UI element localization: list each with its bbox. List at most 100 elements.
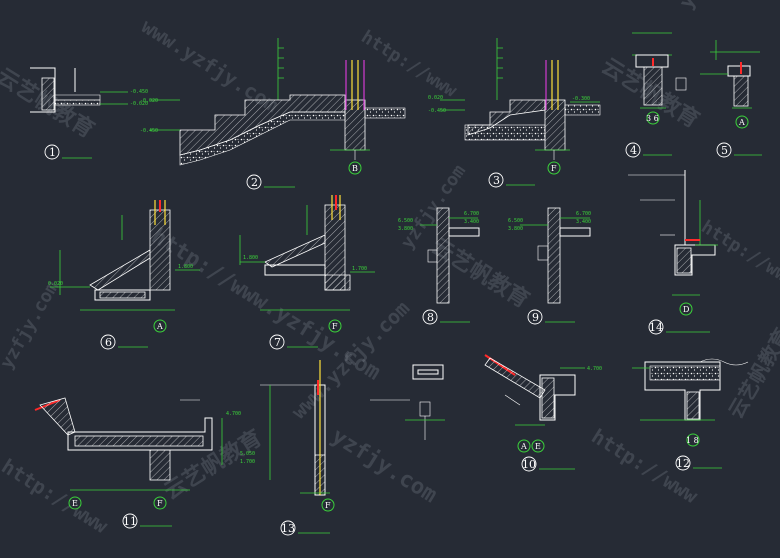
detail-4: 3 6 4 <box>625 32 687 158</box>
detail-1-level-b: -0.020 <box>130 101 148 107</box>
detail-9: 6.500 3.800 6.700 3.400 9 <box>508 207 591 325</box>
detail-5: A 5 <box>700 40 762 158</box>
detail-11-axis-right: F <box>157 499 163 508</box>
detail-11-axis-left-marker <box>68 496 82 510</box>
detail-10-axis-left-marker <box>517 439 531 453</box>
detail-7-marker <box>269 334 285 350</box>
detail-2: -0.020 -0.450 B 2 <box>140 38 406 190</box>
detail-5-axis: A <box>738 118 745 127</box>
detail-13-level-b: 1.700 <box>240 459 255 465</box>
detail-14-axis-marker <box>679 302 693 316</box>
detail-8-level-d: 3.400 <box>464 219 479 225</box>
detail-2-marker <box>246 174 262 190</box>
detail-3-level-b: -0.450 <box>428 108 446 114</box>
detail-4-axis-marker <box>646 111 660 125</box>
detail-7: 1.800 1.700 F 7 <box>239 195 375 350</box>
detail-6-marker <box>100 334 116 350</box>
detail-14: D 14 <box>628 170 718 335</box>
detail-7-level-b: 1.700 <box>352 266 367 272</box>
detail-14-axis: D <box>683 305 689 314</box>
detail-13-axis-marker <box>321 498 335 512</box>
detail-8: 6.500 3.800 6.700 3.400 8 <box>398 207 480 325</box>
detail-9-level-d: 3.400 <box>576 219 591 225</box>
detail-11-axis-right-marker <box>153 496 167 510</box>
detail-3-level-c: -0.300 <box>572 96 590 102</box>
watermark-domain-6: yzfjy.com <box>327 424 441 508</box>
detail-13-axis: F <box>325 501 331 510</box>
detail-9-level-a: 6.500 <box>508 218 523 224</box>
detail-1-level-a: -0.450 <box>130 89 148 95</box>
detail-6-axis: A <box>156 322 163 331</box>
detail-7-level: 1.800 <box>243 255 258 261</box>
watermark-domain-3: yzfjy.com <box>397 161 470 253</box>
detail-11-number: 11 <box>123 515 137 528</box>
detail-4-number: 4 <box>630 144 637 157</box>
detail-10-axis-right-marker <box>531 439 545 453</box>
detail-10-axis-right: E <box>535 442 541 451</box>
detail-9-number: 9 <box>532 311 539 324</box>
detail-4-axis: 3 6 <box>646 114 659 123</box>
watermark-url-1: http://www <box>357 26 460 101</box>
watermark-url-5: http://www <box>0 454 113 539</box>
detail-12-marker <box>675 455 691 471</box>
detail-1-number: 1 <box>49 146 56 159</box>
detail-10-level: 4.700 <box>587 366 602 372</box>
detail-14-marker <box>648 319 664 335</box>
detail-10-number: 10 <box>522 458 536 471</box>
detail-14-number: 14 <box>649 321 663 334</box>
detail-9-level-c: 6.700 <box>576 211 591 217</box>
detail-8-level-a: 6.500 <box>398 218 413 224</box>
detail-11: 4.700 E F 11 <box>34 397 241 529</box>
detail-11-axis-left: E <box>72 499 78 508</box>
detail-13-marker <box>280 520 296 536</box>
detail-7-axis-marker <box>328 319 342 333</box>
detail-5-marker <box>716 142 732 158</box>
detail-1-marker <box>44 144 60 160</box>
detail-6: 0.020 1.800 A 6 <box>48 200 200 350</box>
detail-13-number: 13 <box>281 522 295 535</box>
detail-12-number: 12 <box>676 457 690 470</box>
watermark-brand-5: 云艺帆教育 <box>724 324 780 423</box>
watermark-domain-4: yzfjy.com <box>0 277 63 372</box>
detail-9-level-b: 3.800 <box>508 226 523 232</box>
detail-10-axis-left: A <box>520 442 527 451</box>
detail-5-number: 5 <box>721 144 728 157</box>
detail-2-axis: B <box>352 164 358 173</box>
detail-6-axis-marker <box>153 319 167 333</box>
detail-13: 5.050 1.700 F 13 <box>240 360 335 536</box>
detail-12-axis: 1 8 <box>686 436 699 445</box>
detail-4-marker <box>625 142 641 158</box>
detail-3-number: 3 <box>493 174 500 187</box>
detail-2-number: 2 <box>251 176 258 189</box>
detail-11-marker <box>122 513 138 529</box>
detail-8-number: 8 <box>427 311 434 324</box>
detail-9-marker <box>527 309 543 325</box>
detail-2-level-b: -0.450 <box>140 128 158 134</box>
detail-3-level-a: 0.020 <box>428 95 443 101</box>
gutter-detail <box>370 364 445 440</box>
detail-11-level: 4.700 <box>226 411 241 417</box>
detail-8-level-c: 6.700 <box>464 211 479 217</box>
detail-7-number: 7 <box>274 336 281 349</box>
detail-6-number: 6 <box>105 336 112 349</box>
detail-6-level-b: 1.800 <box>178 264 193 270</box>
detail-12-axis-marker <box>686 433 700 447</box>
detail-3-axis-marker <box>547 161 561 175</box>
detail-12: 1 8 12 <box>632 358 749 471</box>
detail-3-axis: F <box>551 164 557 173</box>
detail-8-level-b: 3.800 <box>398 226 413 232</box>
detail-1: -0.450 -0.020 1 <box>30 67 148 160</box>
watermark-url-2: http://www <box>697 216 780 291</box>
detail-5-axis-marker <box>735 115 749 129</box>
detail-13-level-a: 5.050 <box>240 451 255 457</box>
detail-6-level: 0.020 <box>48 281 63 287</box>
detail-10-marker <box>521 456 537 472</box>
detail-3-marker <box>488 172 504 188</box>
detail-8-marker <box>422 309 438 325</box>
detail-7-axis: F <box>332 322 338 331</box>
detail-3: 0.020 -0.450 -0.300 F 3 <box>428 38 601 188</box>
detail-10: 4.700 A E 10 <box>484 354 602 472</box>
detail-2-axis-marker <box>348 161 362 175</box>
